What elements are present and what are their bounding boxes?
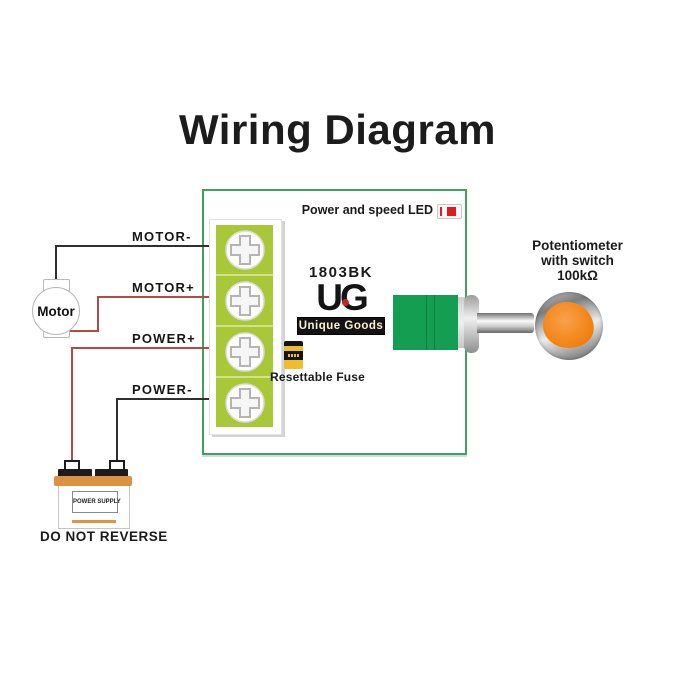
wire-power-plus-v — [71, 347, 73, 462]
potentiometer-name: Potentiometer — [532, 238, 623, 253]
pot-seam — [426, 295, 427, 350]
model-number: 1803BK — [308, 264, 374, 281]
battery-cap-left — [58, 469, 92, 477]
motor-label: Motor — [37, 303, 75, 319]
battery-body: POWER SUPPLY — [58, 486, 130, 529]
brand-logo: UG — [280, 277, 402, 318]
wire-power-minus-v — [116, 398, 118, 462]
label-motor-plus: MOTOR+ — [132, 280, 195, 295]
potentiometer-body — [393, 295, 458, 350]
potentiometer-caption: Potentiometer with switch 100kΩ — [505, 238, 650, 283]
screw-icon — [224, 280, 265, 321]
potentiometer-bushing — [458, 297, 465, 348]
pot-seam — [434, 295, 435, 350]
potentiometer-collar — [464, 295, 479, 353]
screw-terminal-power-minus — [216, 378, 273, 427]
led-label: Power and speed LED — [301, 203, 433, 217]
led-red-square — [447, 207, 456, 216]
wire-motor-minus-v — [55, 245, 57, 281]
screw-terminal-motor-minus — [216, 225, 273, 276]
screw-icon — [224, 382, 265, 423]
battery-top-band — [54, 476, 132, 486]
label-motor-minus: MOTOR- — [132, 229, 192, 244]
brand-logo-text: UG — [316, 277, 368, 318]
wire-motor-plus-v — [97, 296, 99, 332]
battery-cap-right — [95, 469, 128, 477]
led-indicator-icon — [437, 204, 462, 219]
terminal-block-green — [216, 225, 273, 427]
label-power-minus: POWER- — [132, 382, 193, 397]
potentiometer-knob — [535, 292, 603, 360]
terminal-block — [209, 219, 282, 435]
knob-orange-cap — [540, 299, 597, 351]
wire-motor-plus-h — [97, 296, 209, 298]
screw-terminal-motor-plus — [216, 276, 273, 327]
battery-stripe — [72, 520, 116, 523]
battery-warning: DO NOT REVERSE — [40, 529, 168, 544]
motor-symbol: Motor — [32, 287, 80, 335]
wire-motor-minus-h — [55, 245, 209, 247]
led-tick — [440, 207, 442, 216]
screw-terminal-power-plus — [216, 327, 273, 378]
fuse-label: Resettable Fuse — [270, 370, 366, 384]
page-title: Wiring Diagram — [179, 106, 496, 153]
potentiometer-shaft — [477, 313, 534, 333]
screw-icon — [224, 331, 265, 372]
wire-motor-plus-h2 — [55, 330, 99, 332]
wire-power-plus-h — [71, 347, 209, 349]
potentiometer-value: 100kΩ — [557, 268, 598, 283]
screw-icon — [224, 229, 265, 270]
fuse-marking — [288, 354, 299, 357]
battery-label: POWER SUPPLY — [72, 491, 121, 513]
potentiometer-feature: with switch — [541, 253, 614, 268]
label-power-plus: POWER+ — [132, 331, 196, 346]
resettable-fuse-component — [284, 341, 303, 369]
brand-logo-dot — [342, 299, 349, 306]
wire-power-minus-h — [116, 398, 209, 400]
brand-tagline: Unique Goods — [297, 317, 385, 335]
